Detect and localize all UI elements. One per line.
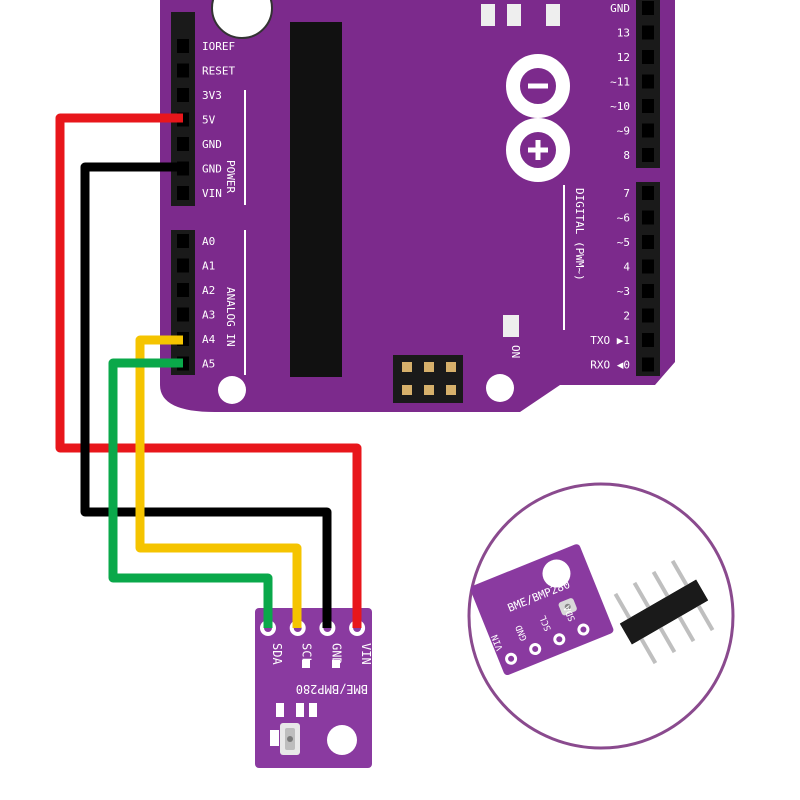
arduino-logo-icon: [506, 54, 570, 182]
sensor-model-label: BME/BMP280: [296, 682, 368, 696]
pin-socket: [642, 99, 654, 113]
pin-label-3v3: 3V3: [202, 89, 222, 102]
pin-socket: [642, 1, 654, 15]
sensor-pin-labels: SDA SCL GND VIN: [270, 643, 373, 665]
digital-pin-label: 12: [617, 51, 630, 64]
power-pin-labels: IOREF RESET 3V3 5V GND GND VIN: [202, 40, 235, 200]
digital-pin-label: TXO ▶1: [590, 334, 630, 347]
digital-header-label: DIGITAL (PWM~): [573, 188, 586, 281]
pin-label-a5: A5: [202, 358, 215, 371]
pin-socket: [642, 308, 654, 323]
digital-pin-label: ~5: [617, 236, 630, 249]
pin-label-a2: A2: [202, 284, 215, 297]
pin-socket: [177, 234, 189, 248]
pin-socket: [177, 283, 189, 297]
pin-socket: [177, 88, 189, 102]
pin-socket: [642, 74, 654, 89]
power-header-label: POWER: [224, 160, 237, 193]
pin-label-a4: A4: [202, 333, 216, 346]
sensor-pin-label-scl: SCL: [300, 643, 314, 665]
capacitor: [211, 0, 273, 39]
wire-a5-to-sda: [108, 358, 273, 628]
bme280-sensor-board: SDA SCL GND VIN BME/BMP280: [255, 608, 373, 768]
pin-label-ioref: IOREF: [202, 40, 235, 53]
sensor-pin-label-sda: SDA: [270, 643, 284, 665]
pin-label-a1: A1: [202, 260, 215, 273]
pin-socket: [642, 284, 654, 298]
led: [481, 4, 495, 26]
silkscreen-dot: [332, 660, 340, 668]
icsp-header: [393, 355, 463, 403]
wires: [55, 113, 362, 628]
led: [507, 4, 521, 26]
pin-socket: [177, 307, 189, 322]
sensor-pin-label-vin: VIN: [359, 643, 373, 665]
sensor-pin-label-gnd: GND: [329, 643, 343, 665]
wire-5v-to-vin: [55, 113, 362, 628]
digital-pin-label: 8: [623, 149, 630, 162]
sensor-mounting-hole: [327, 725, 357, 755]
analog-header-label: ANALOG IN: [224, 287, 237, 347]
pin-socket: [642, 186, 654, 200]
pin-label-5v: 5V: [202, 114, 216, 127]
pin-label-a0: A0: [202, 235, 215, 248]
digital-pin-label: 7: [623, 187, 630, 200]
pin-socket: [642, 50, 654, 64]
pin-socket: [177, 186, 189, 200]
inset-mounting-hole: [542, 559, 571, 588]
digital-pin-label: 2: [623, 310, 630, 323]
pin-label-a3: A3: [202, 309, 215, 322]
wire-a4-to-scl: [135, 335, 302, 628]
sensor-smd-components: [270, 703, 317, 746]
microcontroller-chip: [290, 22, 342, 377]
pin-socket: [642, 123, 654, 138]
pin-socket: [642, 333, 654, 347]
mounting-hole: [218, 376, 246, 404]
digital-pin-label: ~9: [617, 125, 630, 138]
pin-socket: [642, 210, 654, 225]
pin-socket: [177, 63, 189, 78]
wire-gnd-to-gnd: [80, 162, 332, 628]
digital-pin-label: 4: [623, 261, 630, 274]
sensor-chip-icon: [280, 723, 300, 755]
digital-pin-label: GND: [610, 2, 630, 15]
pin-socket: [642, 259, 654, 274]
pin-label-gnd: GND: [202, 138, 222, 151]
pin-socket: [642, 148, 654, 162]
digital-pin-label: ~10: [610, 100, 630, 113]
digital-pin-label: RXO ◀0: [590, 359, 630, 372]
mounting-hole: [486, 374, 514, 402]
silkscreen-dot: [302, 660, 310, 668]
analog-header: [171, 230, 195, 375]
inset-pin-header: [613, 559, 715, 665]
pin-label-vin: VIN: [202, 187, 222, 200]
pin-label-reset: RESET: [202, 65, 235, 78]
digital-pin-label: ~6: [617, 212, 630, 225]
digital-pin-sockets: [642, 1, 654, 372]
pin-socket: [642, 357, 654, 372]
pin-label-gnd: GND: [202, 163, 222, 176]
on-label: ON: [509, 345, 522, 358]
inset-pin-pads: [505, 623, 590, 665]
digital-pin-label: ~11: [610, 76, 630, 89]
pin-socket: [642, 235, 654, 249]
digital-pin-label: 13: [617, 27, 630, 40]
pin-socket: [177, 137, 189, 151]
on-led: [503, 315, 519, 337]
pin-socket: [177, 39, 189, 53]
digital-pin-label: ~3: [617, 285, 630, 298]
led: [546, 4, 560, 26]
pin-socket: [642, 25, 654, 40]
arduino-pcb: [160, 0, 675, 412]
pin-socket: [177, 258, 189, 273]
